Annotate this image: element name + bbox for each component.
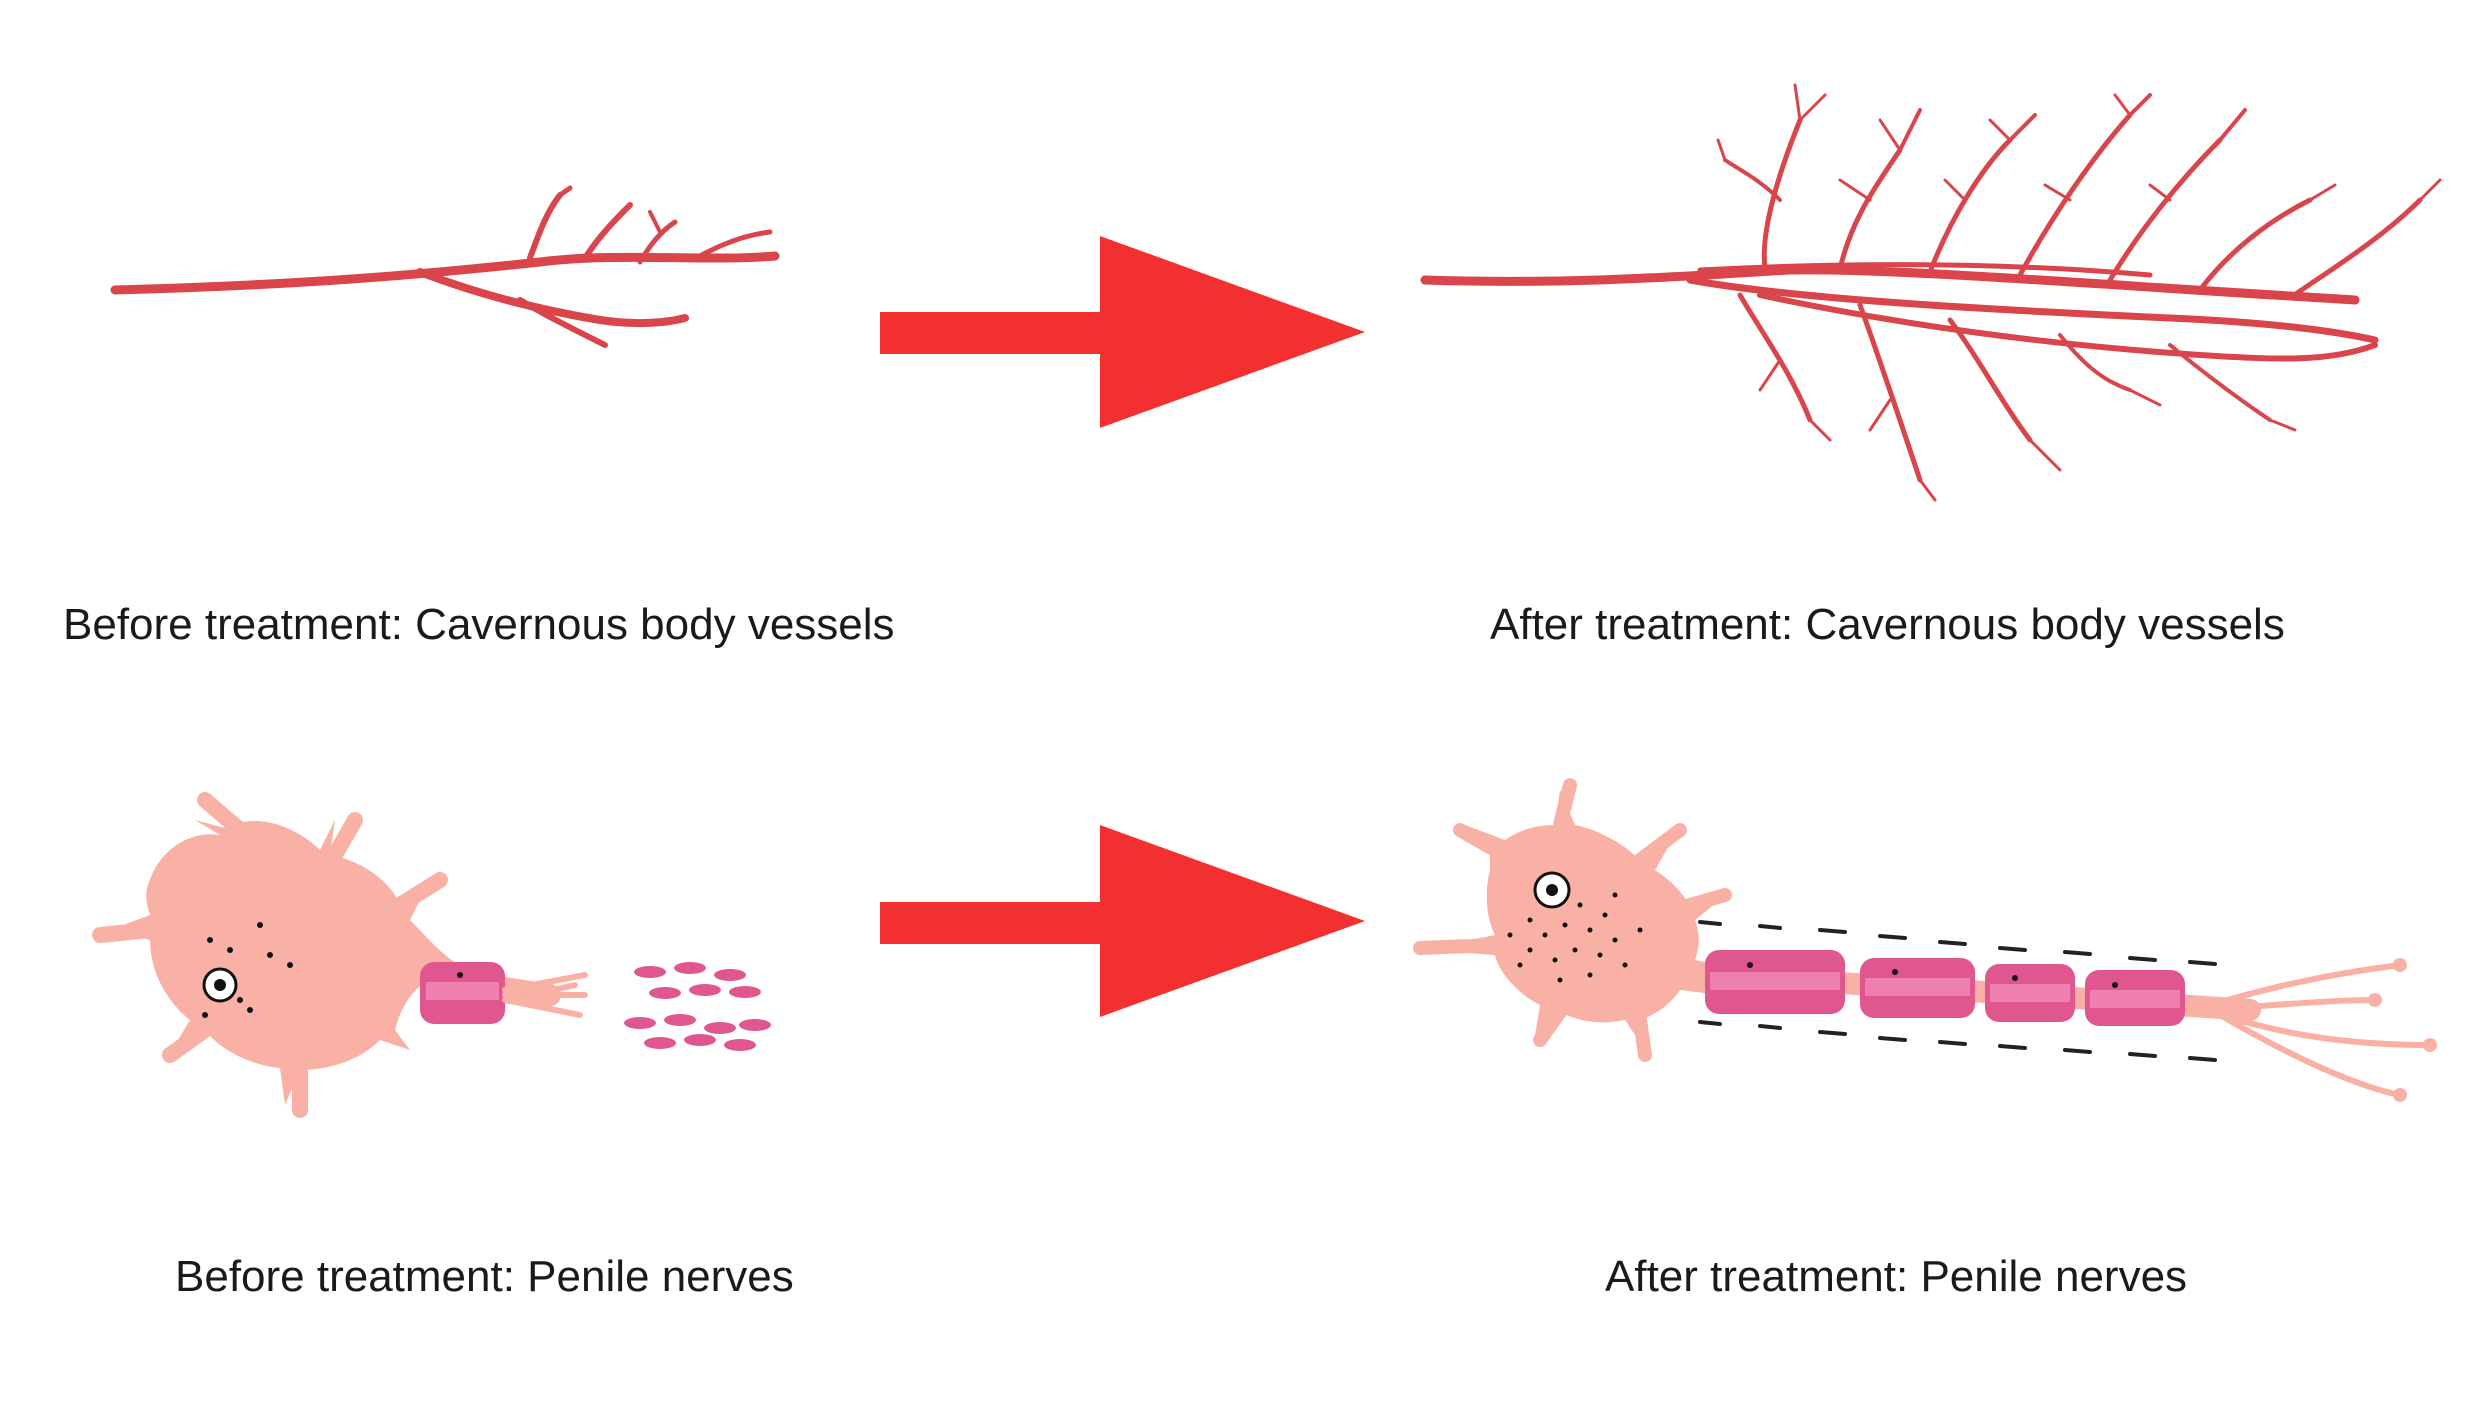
- neuron-dendrite: [92, 792, 448, 1118]
- vessel-branch: [2197, 197, 2313, 293]
- vessel-branch: [2043, 183, 2072, 202]
- vessel-trunk: [1757, 292, 2378, 362]
- before-vessels-illustration: [110, 185, 780, 348]
- vessel-trunk: [1686, 276, 2379, 344]
- vessel-branch: [1838, 178, 1872, 202]
- caption-before-nerves: Before treatment: Penile nerves: [175, 1252, 794, 1301]
- vessel-branch: [637, 219, 678, 265]
- vessel-branch: [2058, 333, 2132, 392]
- caption-after-vessels: After treatment: Cavernous body vessels: [1490, 600, 2285, 649]
- axon-terminals: [2197, 962, 2433, 1098]
- vessel-branch: [2113, 93, 2132, 117]
- vessel-branch: [1857, 302, 1923, 483]
- vessel-branch: [1918, 478, 1937, 502]
- vessel-branch: [2128, 388, 2162, 407]
- vessel-branch: [2107, 137, 2223, 283]
- myelin-sheath-segments: [1705, 950, 2185, 1026]
- vessel-branch: [1868, 398, 1892, 432]
- vessel-branch: [517, 297, 608, 348]
- vessel-branch: [1837, 147, 1903, 273]
- vessel-branch: [2148, 183, 2172, 202]
- vessel-branch: [557, 185, 573, 198]
- caption-before-vessels: Before treatment: Cavernous body vessels: [63, 600, 895, 649]
- arrow-bottom: [880, 825, 1365, 1017]
- vessel-branch: [527, 192, 563, 261]
- vessel-branch: [416, 268, 689, 328]
- vessel-branch: [1927, 137, 2013, 275]
- vessel-branch: [1761, 117, 1803, 271]
- vessel-branch: [2128, 93, 2152, 117]
- vessel-branch: [1808, 418, 1832, 442]
- vessel-branch: [1878, 118, 1902, 152]
- vessel-branch: [2168, 343, 2272, 422]
- vessel-branch: [2268, 418, 2297, 432]
- caption-after-nerves: After treatment: Penile nerves: [1605, 1252, 2188, 1301]
- vessel-branch: [2028, 438, 2062, 472]
- vessel-trunk: [1697, 262, 2153, 278]
- vessel-branch: [1988, 118, 2012, 142]
- vessel-branch: [1758, 358, 1782, 392]
- vessel-branch: [1798, 93, 1827, 122]
- axon-terminals: [502, 972, 588, 1018]
- regeneration-dashes: [1698, 920, 2217, 1062]
- degenerated-myelin-fragments: [624, 962, 771, 1051]
- vessel-branch: [2008, 113, 2037, 142]
- main-vessel: [1420, 265, 2360, 305]
- before-neuron-illustration: [92, 792, 771, 1118]
- vessel-branch: [2308, 183, 2337, 202]
- after-neuron-illustration: [1413, 778, 2437, 1102]
- vessel-branch: [1943, 178, 1967, 202]
- vessel-branch: [1793, 83, 1802, 122]
- after-vessels-illustration: [1420, 83, 2442, 502]
- arrow-top: [880, 236, 1365, 428]
- vessel-branch: [697, 229, 773, 259]
- vessel-branch: [1947, 317, 2033, 443]
- vessel-branch: [648, 210, 662, 234]
- vessel-branch: [1898, 108, 1922, 152]
- neuron-dendrite: [1413, 778, 1732, 1062]
- vessel-branch: [2218, 108, 2247, 142]
- vessel-branch: [2017, 112, 2133, 278]
- vessel-branch: [2418, 178, 2442, 202]
- vessel-branch: [1737, 292, 1813, 423]
- vessel-branch: [582, 202, 633, 261]
- vessel-branch: [1716, 138, 1727, 162]
- nissl-dots: [202, 922, 293, 1018]
- vessel-branch: [2287, 197, 2423, 301]
- nissl-dots: [1507, 892, 1643, 983]
- vessel-branch: [1723, 158, 1782, 202]
- main-vessel: [110, 251, 780, 295]
